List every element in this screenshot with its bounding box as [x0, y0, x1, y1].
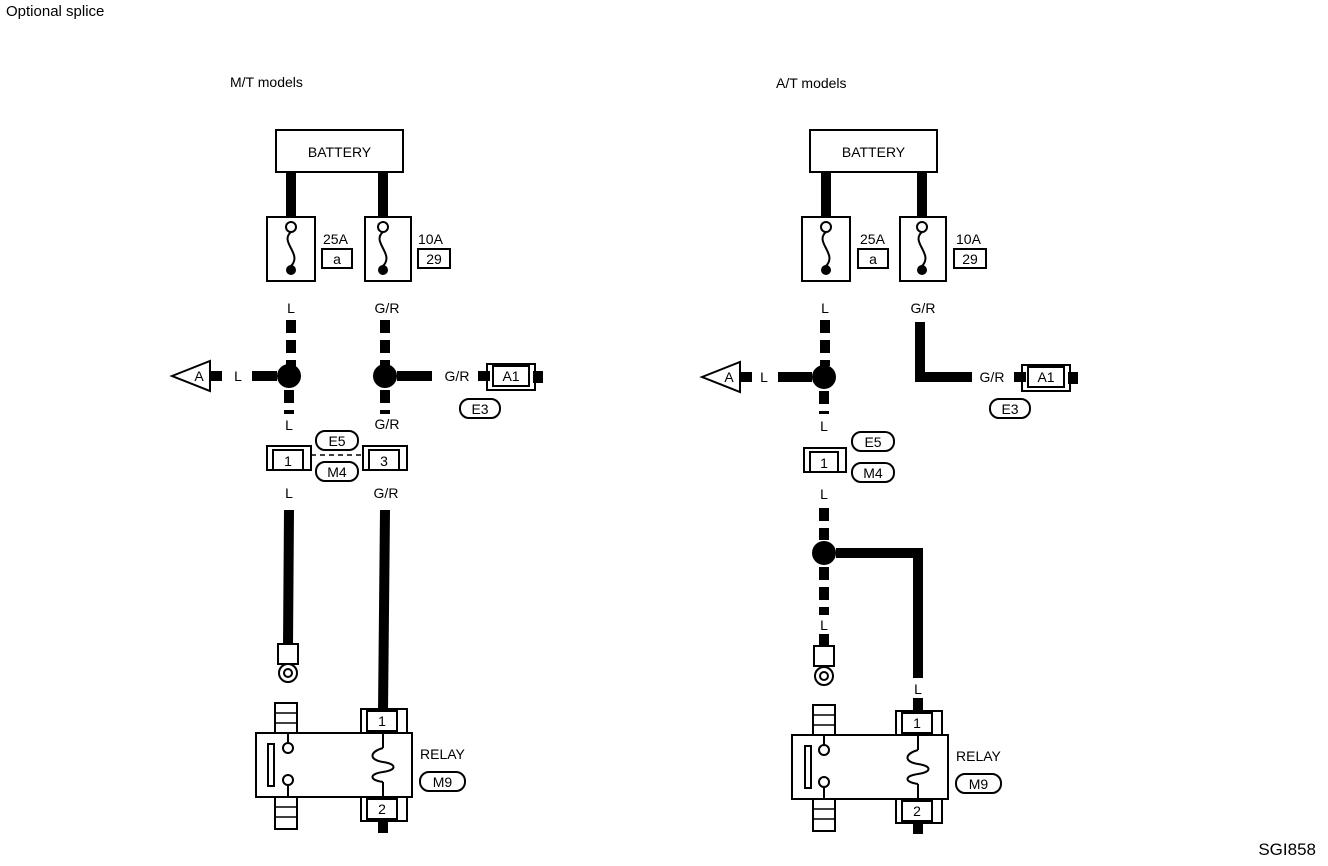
mt-fuse-25a-rating: 25A — [323, 231, 349, 247]
mt-connector-pin3: 3 — [380, 453, 388, 469]
at-connector-e3: E3 — [1001, 401, 1018, 417]
mt-relay-pin1: 1 — [378, 713, 386, 729]
at-connector-pin1: 1 — [820, 455, 828, 471]
mt-fuse-10a — [364, 216, 412, 282]
at-wire — [836, 548, 923, 678]
mt-arrow-label: A — [194, 368, 204, 384]
at-connector-m4: M4 — [863, 465, 883, 481]
at-relay-conn-box — [955, 773, 1002, 794]
at-wire-label-gr: G/R — [911, 300, 936, 316]
mt-relay — [255, 702, 413, 833]
mt-connector-e5-box — [315, 430, 359, 451]
mt-wire-label-l: L — [234, 368, 242, 384]
mt-wire-label-gr: G/R — [375, 300, 400, 316]
mt-connector-m4: M4 — [327, 464, 347, 480]
mt-relay-conn-box — [419, 771, 466, 792]
mt-wire-label-l: L — [285, 417, 293, 433]
at-connector-e5-box — [851, 431, 895, 452]
mt-relay-label: RELAY — [420, 746, 466, 762]
at-fuse-25a — [801, 216, 851, 282]
mt-connector-m4-box — [315, 461, 359, 482]
mt-connector-a1 — [486, 363, 543, 391]
mt-section: M/T models BATTERY 25A a 10A 29 L G/R — [169, 74, 543, 833]
mt-fuse-25a-code: a — [333, 251, 341, 267]
at-relay-pin1: 1 — [913, 715, 921, 731]
mt-fuse-10a-rating: 10A — [418, 231, 444, 247]
at-battery-box — [809, 129, 938, 173]
at-wire-label-l: L — [821, 300, 829, 316]
at-fuse-25a-code-box — [857, 248, 889, 269]
at-section: A/T models BATTERY 25A a 10A 29 L G/R — [699, 75, 1078, 834]
mt-wire-label-gr: G/R — [375, 416, 400, 432]
mt-wire-label-l: L — [285, 485, 293, 501]
mt-title: M/T models — [230, 74, 303, 90]
mt-connector-e5-m4 — [266, 445, 408, 471]
mt-splice-gr — [373, 364, 397, 388]
mt-ground-terminal — [277, 643, 299, 683]
mt-connector-e5: E5 — [328, 433, 345, 449]
mt-connector-e3-box — [459, 398, 501, 419]
at-fuse-25a-code: a — [869, 251, 877, 267]
at-title: A/T models — [776, 75, 847, 91]
at-wire-label-l: L — [820, 617, 828, 633]
mt-arrow-a — [169, 359, 211, 393]
mt-wire-label-gr: G/R — [445, 368, 470, 384]
mt-connector-e3: E3 — [471, 401, 488, 417]
at-battery-label: BATTERY — [842, 144, 906, 160]
at-fuse-10a-code-box — [953, 248, 987, 269]
at-connector-a1 — [1021, 364, 1078, 392]
at-connector-e5: E5 — [864, 434, 881, 450]
at-splice-lower — [812, 541, 836, 565]
at-wire-label-l: L — [760, 369, 768, 385]
at-wire-label-l: L — [820, 418, 828, 434]
at-fuse-25a-rating: 25A — [860, 231, 886, 247]
at-arrow-a — [699, 360, 741, 394]
mt-wire-label-gr: G/R — [374, 485, 399, 501]
mt-connector-a1-label: A1 — [502, 368, 519, 384]
mt-connector-pin1: 1 — [284, 453, 292, 469]
at-fuse-10a — [899, 216, 947, 282]
mt-relay-conn: M9 — [433, 774, 453, 790]
at-fuse-10a-code: 29 — [962, 251, 978, 267]
at-splice-l — [812, 365, 836, 389]
at-connector-m4-box — [851, 462, 895, 483]
mt-fuse-25a — [266, 216, 316, 282]
mt-battery-label: BATTERY — [308, 144, 372, 160]
at-wire-label-l: L — [914, 681, 922, 697]
at-relay-conn: M9 — [969, 776, 989, 792]
at-wire-label-gr: G/R — [980, 369, 1005, 385]
mt-splice-l — [277, 364, 301, 388]
mt-wire — [378, 509, 390, 713]
at-connector-e5-m4 — [803, 447, 847, 473]
at-arrow-label: A — [724, 369, 734, 385]
at-wire-label-l: L — [820, 486, 828, 502]
at-relay-label: RELAY — [956, 748, 1002, 764]
mt-relay-pin2: 2 — [378, 801, 386, 817]
at-relay-pin2: 2 — [913, 803, 921, 819]
mt-fuse-10a-code: 29 — [426, 251, 442, 267]
mt-wire-label-l: L — [287, 300, 295, 316]
mt-wire — [283, 509, 294, 647]
mt-battery-box — [275, 129, 404, 173]
at-ground-terminal — [813, 645, 835, 686]
at-relay — [791, 704, 949, 834]
at-connector-e3-box — [989, 398, 1031, 419]
at-connector-a1-label: A1 — [1037, 369, 1054, 385]
figure-code: SGI858 — [1258, 840, 1316, 859]
at-fuse-10a-rating: 10A — [956, 231, 982, 247]
mt-fuse-10a-code-box — [417, 248, 451, 269]
page-title: Optional splice — [6, 3, 105, 20]
at-wire — [915, 322, 972, 382]
mt-fuse-25a-code-box — [321, 248, 353, 269]
